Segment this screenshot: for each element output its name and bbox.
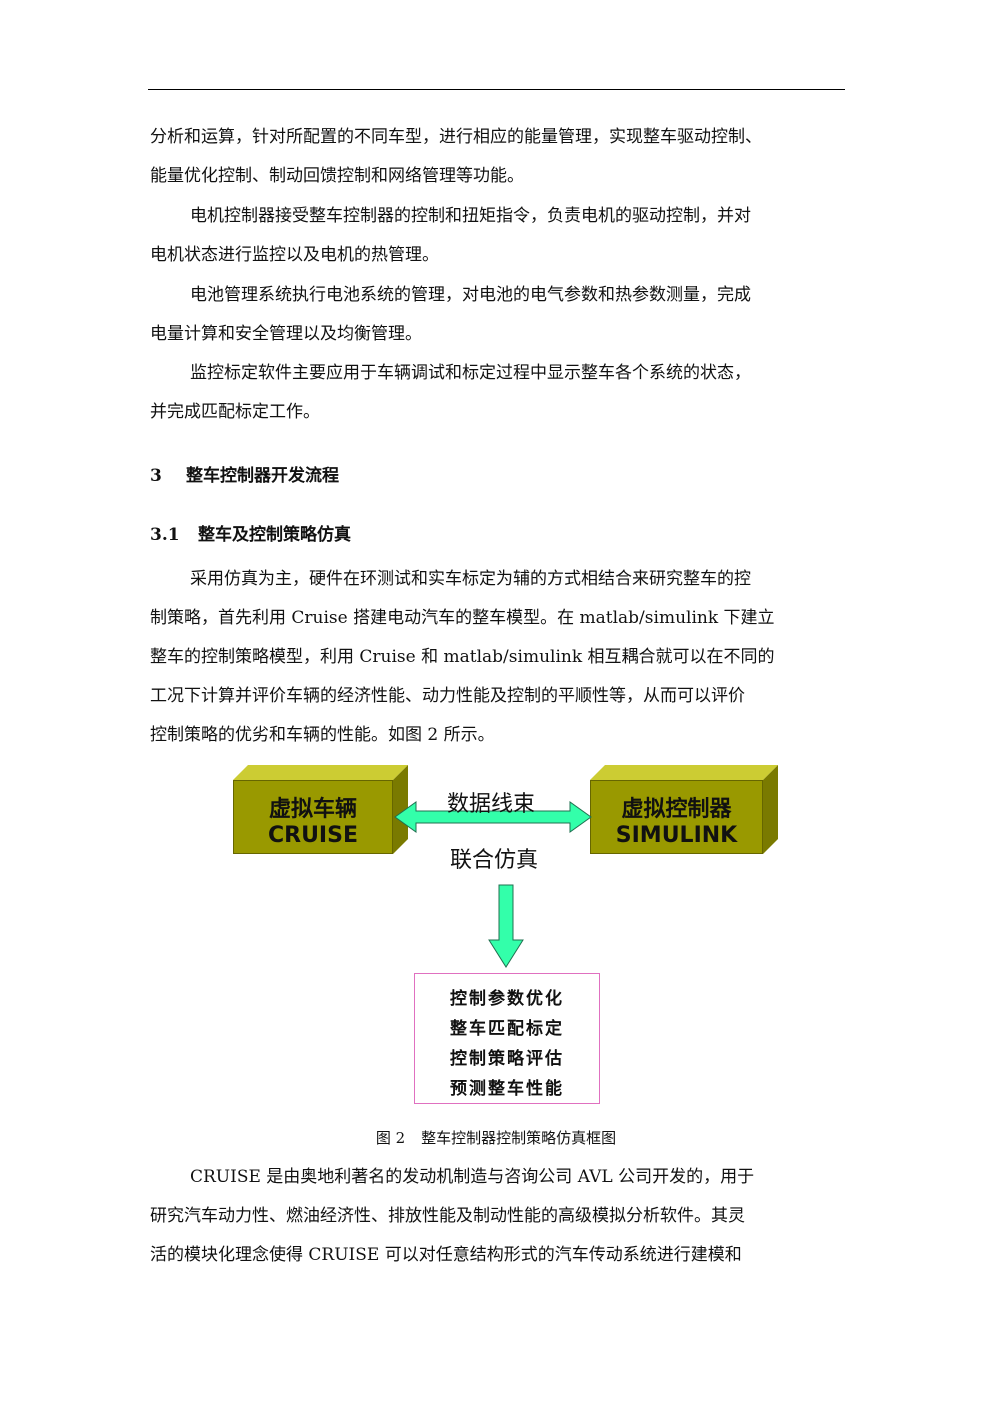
text-line: CRUISE 是由奥地利著名的发动机制造与咨询公司 AVL 公司开发的，用于 (190, 1167, 755, 1187)
result-item: 整车匹配标定 (450, 1019, 564, 1039)
co-simulation-label: 联合仿真 (450, 848, 539, 873)
text-line: 能量优化控制、制动回馈控制和网络管理等功能。 (150, 166, 524, 186)
text-line: 采用仿真为主，硬件在环测试和实车标定为辅的方式相结合来研究整车的控 (190, 569, 751, 589)
header-rule (148, 89, 845, 90)
paragraph-monitor-software: 监控标定软件主要应用于车辆调试和标定过程中显示整车各个系统的状态， 并完成匹配标… (150, 354, 845, 432)
text-line: 整车的控制策略模型，利用 Cruise 和 matlab/simulink 相互… (150, 647, 775, 667)
text-line: 工况下计算并评价车辆的经济性能、动力性能及控制的平顺性等，从而可以评价 (150, 686, 745, 706)
section-heading-3: 3 整车控制器开发流程 (150, 461, 339, 486)
text-line: 活的模块化理念使得 CRUISE 可以对任意结构形式的汽车传动系统进行建模和 (150, 1245, 742, 1265)
paragraph-vcu-functions: 分析和运算，针对所配置的不同车型，进行相应的能量管理，实现整车驱动控制、 能量优… (150, 118, 845, 196)
figure-number: 图 2 (375, 1129, 406, 1147)
simulink-label: SIMULINK (615, 823, 738, 848)
result-item: 预测整车性能 (450, 1079, 564, 1099)
text-line: 电量计算和安全管理以及均衡管理。 (150, 324, 422, 344)
section-number: 3.1 (150, 525, 180, 545)
text-line: 电池管理系统执行电池系统的管理，对电池的电气参数和热参数测量，完成 (190, 285, 751, 305)
text-line: 制策略，首先利用 Cruise 搭建电动汽车的整车模型。在 matlab/sim… (150, 608, 775, 628)
bidirectional-arrow-icon (394, 801, 592, 833)
paragraph-simulation-approach: 采用仿真为主，硬件在环测试和实车标定为辅的方式相结合来研究整车的控 制策略，首先… (150, 560, 845, 755)
section-number: 3 (150, 466, 162, 486)
section-title: 整车控制器开发流程 (186, 466, 339, 486)
results-box: 控制参数优化 整车匹配标定 控制策略评估 预测整车性能 (414, 973, 600, 1104)
text-line: 监控标定软件主要应用于车辆调试和标定过程中显示整车各个系统的状态， (190, 363, 751, 383)
result-item: 控制策略评估 (450, 1049, 564, 1069)
text-line: 电机控制器接受整车控制器的控制和扭矩指令，负责电机的驱动控制，并对 (190, 206, 751, 226)
figure-caption-text: 整车控制器控制策略仿真框图 (421, 1129, 617, 1147)
virtual-controller-label: 虚拟控制器 (621, 797, 732, 822)
text-line: 研究汽车动力性、燃油经济性、排放性能及制动性能的高级模拟分析软件。其灵 (150, 1206, 745, 1226)
paragraph-motor-controller: 电机控制器接受整车控制器的控制和扭矩指令，负责电机的驱动控制，并对 电机状态进行… (150, 197, 845, 275)
figure-caption: 图 2 整车控制器控制策略仿真框图 (0, 1127, 992, 1148)
result-item: 控制参数优化 (450, 989, 564, 1009)
paragraph-cruise-description: CRUISE 是由奥地利著名的发动机制造与咨询公司 AVL 公司开发的，用于 研… (150, 1158, 845, 1275)
text-line: 分析和运算，针对所配置的不同车型，进行相应的能量管理，实现整车驱动控制、 (150, 127, 762, 147)
down-arrow-icon (488, 884, 524, 968)
paragraph-battery-management: 电池管理系统执行电池系统的管理，对电池的电气参数和热参数测量，完成 电量计算和安… (150, 276, 845, 354)
text-line: 电机状态进行监控以及电机的热管理。 (150, 245, 439, 265)
virtual-vehicle-label: 虚拟车辆 (268, 797, 357, 822)
section-title: 整车及控制策略仿真 (198, 525, 351, 545)
text-line: 控制策略的优劣和车辆的性能。如图 2 所示。 (150, 725, 495, 745)
cruise-label: CRUISE (267, 823, 358, 848)
data-harness-label: 数据线束 (447, 792, 536, 817)
section-heading-3-1: 3.1 整车及控制策略仿真 (150, 520, 351, 545)
text-line: 并完成匹配标定工作。 (150, 402, 320, 422)
